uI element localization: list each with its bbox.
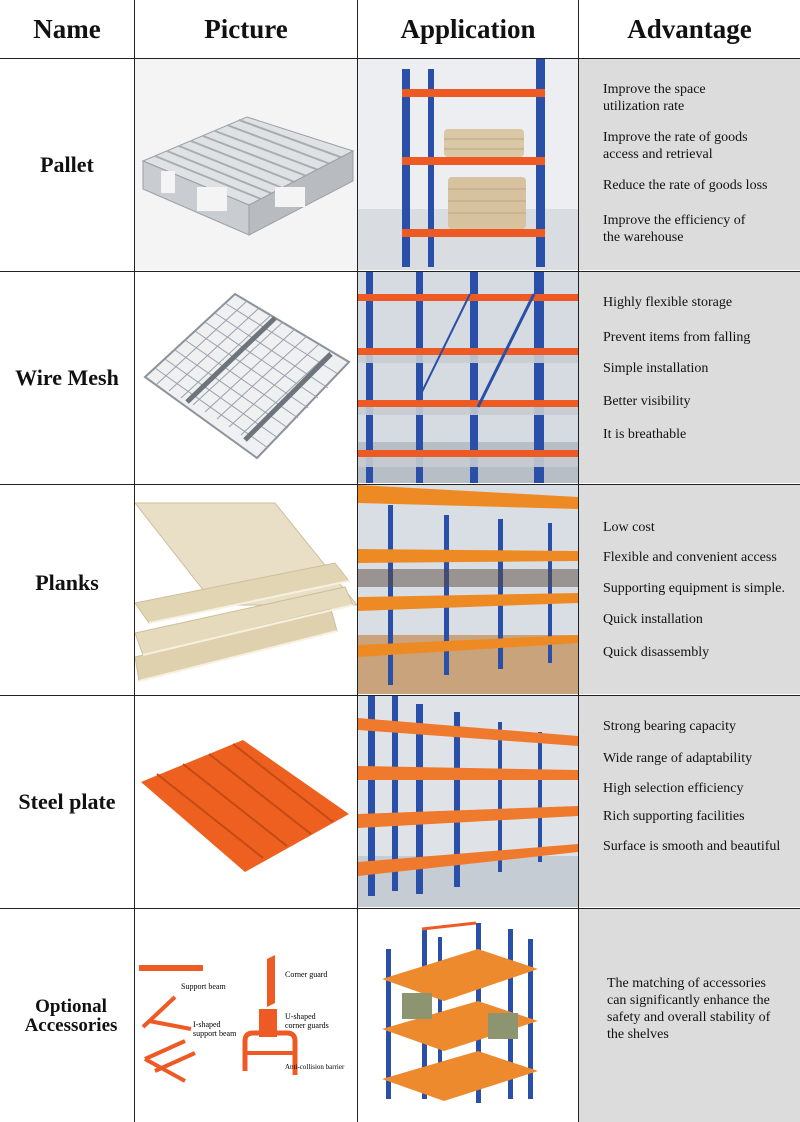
advantage-item: Simple installation: [603, 361, 709, 376]
steel-plate-application-image: [358, 696, 578, 907]
advantage-item: Better visibility: [603, 394, 691, 409]
row-name-planks: Planks: [35, 570, 99, 595]
grid-line: [0, 908, 800, 909]
advantage-item: High selection efficiency: [603, 781, 744, 796]
advantage-item: Flexible and convenient access: [603, 550, 777, 565]
accessories-picture: Support beam Corner guard I-shaped suppo…: [135, 909, 357, 1122]
planks-application-image: [358, 485, 578, 694]
accessories-advantages: The matching of accessories can signific…: [579, 909, 800, 1122]
advantage-item: Strong bearing capacity: [603, 719, 736, 734]
advantage-item: Surface is smooth and beautiful: [603, 839, 781, 854]
planks-picture: [135, 485, 357, 694]
planks-advantages: Low cost Flexible and convenient access …: [579, 485, 800, 694]
label-corner-guard: Corner guard: [285, 970, 327, 979]
header-picture: Picture: [135, 0, 357, 58]
advantage-item: Supporting equipment is simple.: [603, 581, 785, 596]
pallet-advantages: Improve the space utilization rate Impro…: [579, 59, 800, 270]
accessories-application-image: [358, 909, 578, 1122]
label-u-guard: U-shaped corner guards: [285, 1012, 329, 1030]
advantage-item: Rich supporting facilities: [603, 809, 745, 824]
label-barrier: Anti-collision barrier: [285, 1063, 345, 1071]
advantage-item: Improve the efficiency of the warehouse: [603, 213, 746, 245]
advantage-item: Improve the rate of goods access and ret…: [603, 130, 748, 162]
pallet-application-image: [358, 59, 578, 270]
advantage-item: Quick disassembly: [603, 645, 710, 660]
grid-line: [0, 484, 800, 485]
advantage-item: It is breathable: [603, 427, 687, 442]
advantage-item: Low cost: [603, 520, 655, 535]
grid-line: [578, 0, 579, 1122]
advantage-item: Prevent items from falling: [603, 330, 751, 345]
pallet-picture: [135, 59, 357, 270]
row-name-optional-accessories: Optional Accessories: [24, 995, 118, 1036]
advantage-item: Quick installation: [603, 612, 703, 627]
advantage-item: Wide range of adaptability: [603, 751, 753, 766]
row-name-pallet: Pallet: [40, 151, 94, 177]
advantage-item: Reduce the rate of goods loss: [603, 178, 768, 193]
grid-line: [357, 0, 358, 1122]
wire-mesh-picture: [135, 272, 357, 483]
grid-line: [0, 695, 800, 696]
steel-plate-advantages: Strong bearing capacity Wide range of ad…: [579, 696, 800, 907]
wire-mesh-application-image: [358, 272, 578, 483]
label-support-beam: Support beam: [181, 982, 226, 991]
row-name-steel-plate: Steel plate: [18, 788, 116, 814]
advantage-item: Improve the space utilization rate: [603, 82, 706, 114]
grid-line: [0, 271, 800, 272]
header-application: Application: [358, 0, 578, 58]
steel-plate-picture: [135, 696, 357, 907]
advantage-item: Highly flexible storage: [603, 295, 733, 310]
header-advantage: Advantage: [579, 0, 800, 58]
advantage-item: The matching of accessories can signific…: [607, 976, 771, 1042]
wire-mesh-advantages: Highly flexible storage Prevent items fr…: [579, 272, 800, 483]
grid-line: [134, 0, 135, 1122]
header-name: Name: [0, 0, 134, 58]
label-i-beam: I-shaped support beam: [193, 1020, 237, 1038]
grid-line: [0, 58, 800, 59]
row-name-wire-mesh: Wire Mesh: [15, 364, 119, 390]
